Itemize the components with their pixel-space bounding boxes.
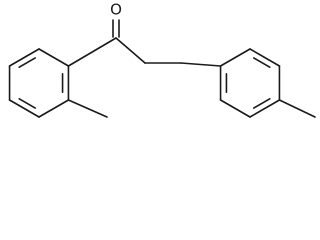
carbonyl-to-ch2-bond (115, 37, 146, 64)
para-methyl-bond (278, 99, 316, 118)
right-ring-bond-3 (249, 99, 281, 118)
left-ring-double-bond-6 (18, 57, 37, 69)
atom-label-layer: O (110, 1, 122, 19)
ch2-to-ring-bond (180, 62, 222, 67)
right-ring-bond-4 (219, 99, 251, 118)
right-ring-bond-1 (249, 48, 281, 67)
left-ring-bond-4 (8, 99, 40, 118)
bond-layer (8, 19, 316, 118)
oxygen-atom-label: O (110, 1, 122, 19)
right-ring-bond-6 (219, 48, 251, 67)
left-ring-bond-1 (38, 48, 70, 67)
right-ring-double-bond-3 (252, 97, 271, 109)
structure-diagram: O (8, 1, 316, 118)
ortho-methyl-bond (67, 99, 108, 118)
ring-to-carbonyl-bond (67, 37, 117, 67)
left-ring-bond-3 (38, 99, 70, 118)
left-ring-double-bond-4 (18, 97, 37, 109)
right-ring-double-bond-1 (252, 57, 271, 69)
left-ring-bond-6 (8, 48, 40, 67)
